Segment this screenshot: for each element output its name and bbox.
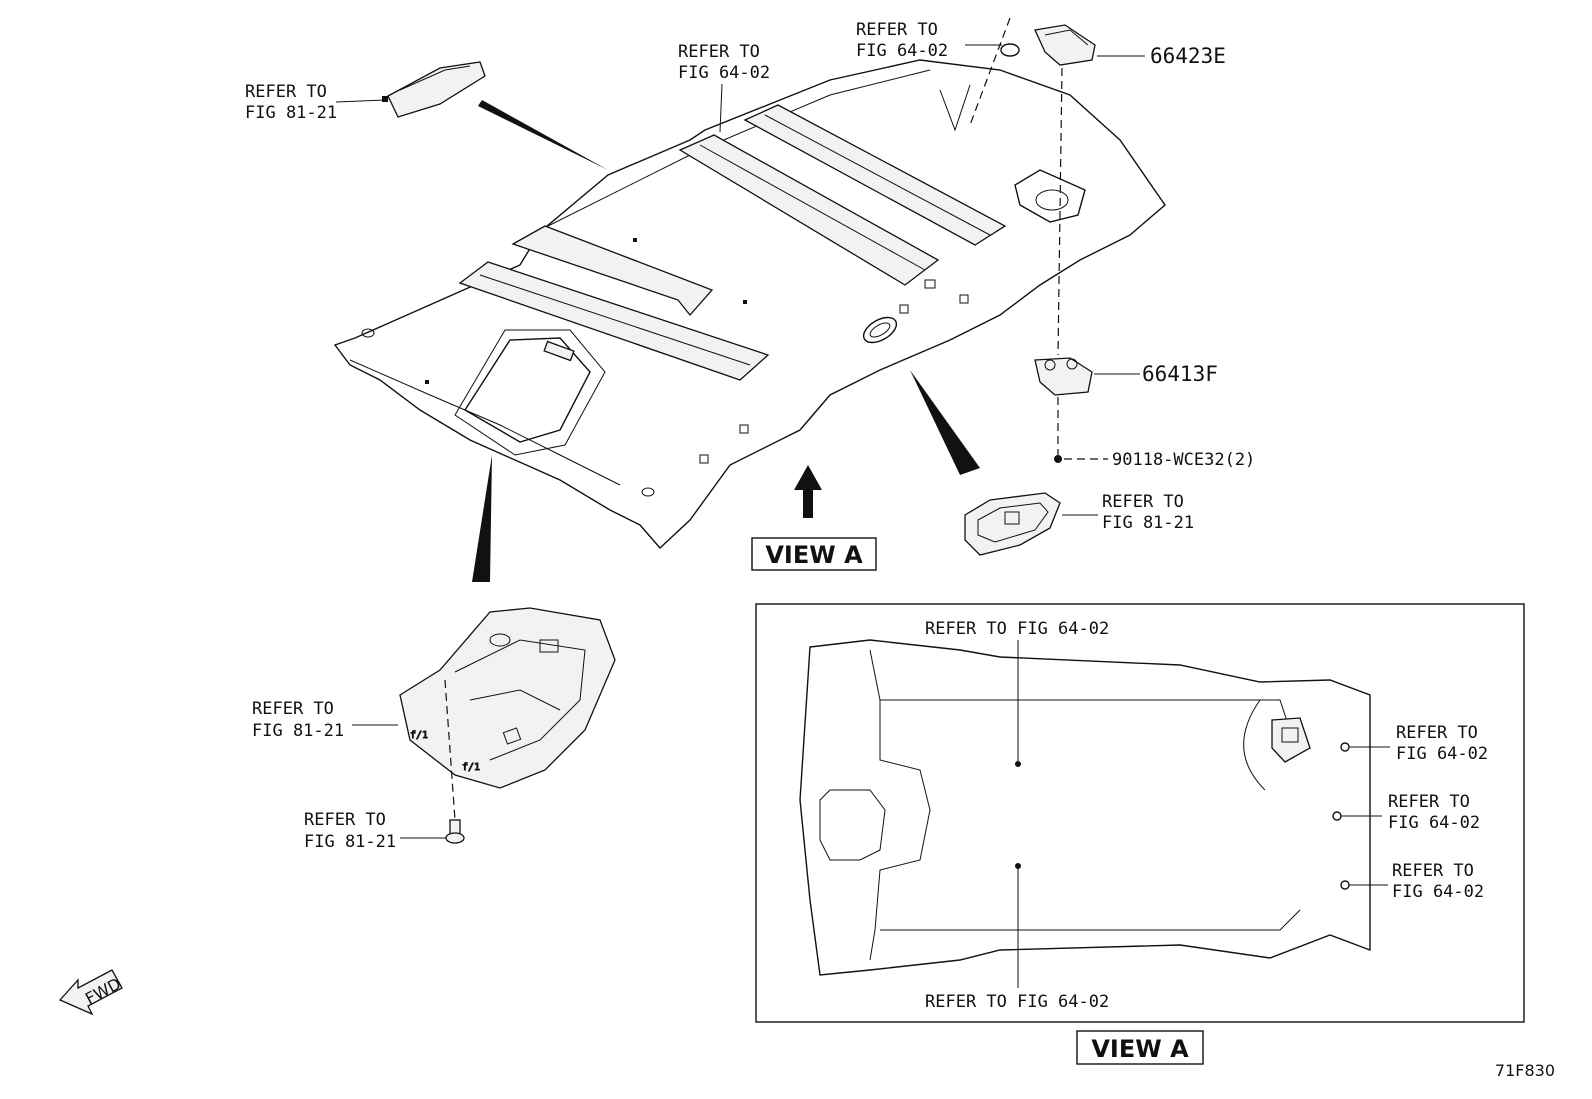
label-ref-64-02-top-center-1: REFER TO	[678, 42, 760, 62]
label-66423e: 66423E	[1150, 44, 1226, 68]
label-ref-64-02-top-right-2: FIG 64-02	[856, 41, 948, 61]
view-a-inset-frame	[755, 603, 1525, 1023]
inset-headliner-outline	[799, 639, 1371, 976]
label-ref-81-21-right-2: FIG 81-21	[1102, 513, 1194, 533]
leader-wedge-dome	[910, 370, 980, 475]
inset-label-right-2a: REFER TO	[1388, 792, 1470, 812]
figure-code: 71F830	[1495, 1061, 1555, 1080]
roof-headliner	[333, 59, 1166, 550]
view-a-main-box	[751, 537, 877, 571]
inset-label-right-1b: FIG 64-02	[1396, 744, 1488, 764]
label-90118: 90118-WCE32(2)	[1112, 450, 1255, 470]
inset-label-top: REFER TO FIG 64-02	[925, 619, 1109, 639]
label-ref-81-21-right-1: REFER TO	[1102, 492, 1184, 512]
svg-text:f/1: f/1	[462, 762, 480, 773]
up-arrow-icon	[794, 465, 822, 518]
leader-wedge-topleft	[478, 100, 608, 170]
label-ref-64-02-top-center-2: FIG 64-02	[678, 63, 770, 83]
inset-label-right-3b: FIG 64-02	[1392, 882, 1484, 902]
label-ref-81-21-screw-1: REFER TO	[304, 810, 386, 830]
part-66423e	[1034, 24, 1096, 66]
inset-label-bottom: REFER TO FIG 64-02	[925, 992, 1109, 1012]
label-ref-81-21-console-2: FIG 81-21	[252, 721, 344, 741]
svg-text:f/1: f/1	[410, 730, 428, 741]
map-lamp-part	[382, 61, 486, 118]
label-ref-64-02-top-right-1: REFER TO	[856, 20, 938, 40]
view-a-inset-label: VIEW A	[1091, 1035, 1189, 1063]
screw-90118	[1054, 455, 1062, 463]
view-a-inset-box	[1076, 1030, 1204, 1065]
label-ref-81-21-screw-2: FIG 81-21	[304, 832, 396, 852]
leader-wedge-console	[472, 455, 492, 582]
inset-label-right-2b: FIG 64-02	[1388, 813, 1480, 833]
inset-label-right-3a: REFER TO	[1392, 861, 1474, 881]
label-ref-81-21-topleft-2: FIG 81-21	[245, 103, 337, 123]
fwd-arrow-icon: FWD	[58, 969, 124, 1016]
label-ref-81-21-topleft-1: REFER TO	[245, 82, 327, 102]
console-screw	[445, 819, 465, 844]
dome-lamp-part	[964, 492, 1061, 556]
view-a-main-label: VIEW A	[765, 541, 863, 569]
overhead-console-part: f/1 f/1	[399, 607, 616, 789]
label-ref-81-21-console-1: REFER TO	[252, 699, 334, 719]
label-66413f: 66413F	[1142, 362, 1218, 386]
inset-label-right-1a: REFER TO	[1396, 723, 1478, 743]
part-66413f	[1034, 357, 1093, 396]
